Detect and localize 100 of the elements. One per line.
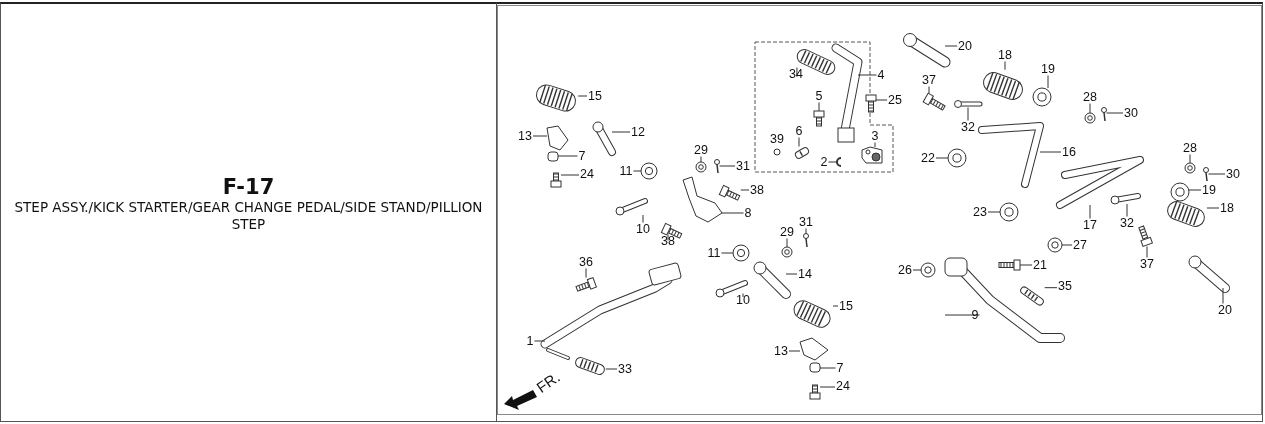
leader-line [875, 99, 888, 101]
callout-number: 15 [588, 89, 602, 103]
callout-number: 33 [618, 362, 632, 376]
callout-number: 32 [1120, 216, 1134, 230]
callout-number: 18 [1220, 201, 1234, 215]
callout-number: 24 [580, 167, 594, 181]
leader-line [1089, 204, 1091, 219]
callout-number: 21 [1033, 258, 1047, 272]
callout-number: 15 [839, 299, 853, 313]
callout-number: 38 [661, 234, 675, 248]
leader-line [742, 293, 744, 298]
callout-number: 32 [961, 120, 975, 134]
callout-number: 28 [1083, 90, 1097, 104]
callout-number: 7 [578, 149, 586, 163]
leader-line [786, 238, 788, 248]
callout-number: 30 [1124, 106, 1138, 120]
leader-line [967, 107, 969, 121]
callout-number: 18 [998, 48, 1012, 62]
callout-number: 37 [1140, 257, 1154, 271]
pin-drawing [1110, 193, 1141, 205]
bracket-drawing [1056, 156, 1144, 209]
callout-number: 5 [815, 89, 823, 103]
leader-line [832, 305, 839, 307]
pin-drawing [1188, 255, 1230, 293]
lever-drawing [831, 43, 863, 143]
pin-drawing [615, 198, 648, 216]
leader-line [805, 228, 807, 234]
callout-number: 29 [694, 143, 708, 157]
leader-line [785, 273, 798, 275]
callout-number: 28 [1183, 141, 1197, 155]
leader-line [633, 170, 642, 172]
leader-line [585, 268, 587, 279]
leader-line [1208, 173, 1226, 175]
leader-line [928, 86, 930, 94]
callout-number: 6 [795, 124, 803, 138]
callout-number: 20 [1218, 303, 1232, 317]
leader-line [740, 189, 750, 191]
pin-drawing [903, 33, 951, 68]
callout-number: 13 [518, 129, 532, 143]
cotter-pin-drawing [1101, 107, 1107, 122]
bolt-drawing [809, 384, 821, 400]
leader-line [719, 165, 736, 167]
bolt-drawing [575, 277, 597, 292]
callout-number: 36 [579, 255, 593, 269]
callout-number: 19 [1202, 183, 1216, 197]
collar-drawing [947, 148, 967, 168]
callout-number: 4 [877, 68, 885, 82]
washer-drawing [781, 246, 793, 258]
leader-line [874, 142, 876, 148]
callout-number: 29 [780, 225, 794, 239]
bolt-drawing [813, 110, 825, 127]
bracket-drawing [682, 176, 723, 223]
cotter-pin-drawing [1203, 167, 1209, 182]
leader-line [798, 137, 800, 147]
bolt-drawing [922, 92, 946, 111]
callout-number: 34 [789, 67, 803, 81]
washer-drawing [1170, 182, 1190, 202]
callout-number: 1 [526, 334, 534, 348]
washer-drawing [1184, 162, 1196, 174]
leader-line [1188, 189, 1202, 191]
diagram-title: F-17 [222, 174, 275, 199]
cotter-pin-drawing [803, 233, 809, 248]
leader-line [1089, 103, 1091, 114]
leader-line [534, 340, 546, 342]
callout-number: 27 [1073, 238, 1087, 252]
nut-drawing [1047, 237, 1063, 253]
callout-number: 30 [1226, 167, 1240, 181]
block-drawing [861, 146, 883, 164]
callout-number: 26 [898, 263, 912, 277]
leader-line [532, 135, 548, 137]
leader-line [819, 386, 836, 388]
washer-drawing [732, 244, 750, 262]
callout-number: 20 [958, 39, 972, 53]
cotter-pin-drawing [714, 159, 720, 174]
callout-number: 7 [836, 361, 844, 375]
leader-line [1222, 287, 1224, 304]
callout-number: 14 [798, 267, 812, 281]
leader-line [819, 367, 836, 369]
leader-line [1044, 287, 1058, 289]
bracket-drawing [978, 122, 1044, 188]
leader-line [1206, 207, 1220, 209]
leader-line [721, 252, 734, 254]
callout-number: 9 [971, 308, 979, 322]
leader-line [1047, 75, 1049, 89]
diagram-caption: STEP ASSY./KICK STARTER/GEAR CHANGE PEDAL/SIDE STAND/PILLION STEP [13, 198, 484, 233]
leader-line [788, 350, 801, 352]
bolt-drawing [718, 184, 741, 201]
callout-number: 2 [820, 155, 828, 169]
callout-number: 25 [888, 93, 902, 107]
callout-number: 31 [736, 159, 750, 173]
collar-drawing [547, 151, 559, 162]
plate-drawing [753, 261, 791, 299]
leader-line [700, 156, 702, 163]
plate-drawing [799, 337, 829, 361]
leader-line [944, 45, 958, 47]
spring-drawing [546, 348, 607, 377]
leader-line [1061, 244, 1073, 246]
callout-number: 39 [770, 132, 784, 146]
leader-line [944, 314, 980, 316]
plate-drawing [546, 125, 569, 151]
